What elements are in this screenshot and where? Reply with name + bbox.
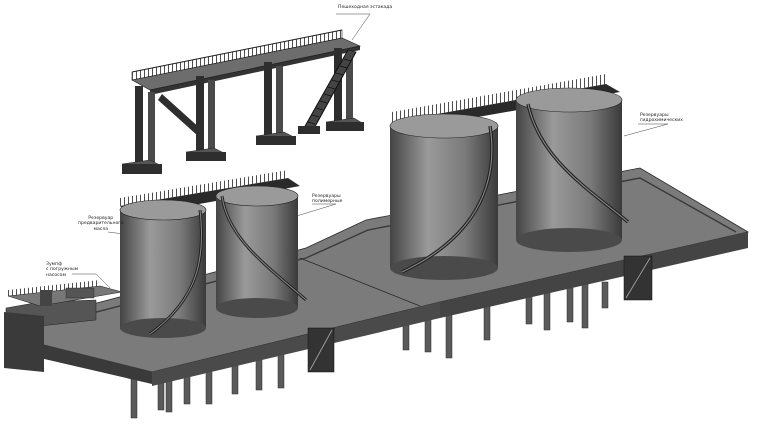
callout-tanks-left: Резервуары полимерные (312, 194, 342, 205)
callout-tanks-right-line1: Резервуары (640, 113, 669, 118)
tank-c (389, 113, 499, 280)
pedestrian-trestle (121, 29, 365, 174)
callout-tank-pre-line3: масла (93, 226, 109, 232)
callout-pit-line3: насосом (46, 272, 66, 278)
callout-trestle: Пешеходная эстакада (338, 5, 392, 10)
callout-tank-pre: Резервуар предварительного масла (78, 216, 124, 232)
foundation-slab (4, 167, 750, 419)
callout-pit-line1: Зумпф (46, 262, 63, 267)
tank-b (215, 185, 307, 318)
callout-tanks-right-line2: гидрохимических (640, 118, 684, 124)
callout-tanks-right: Резервуары гидрохимических (640, 113, 683, 124)
tank-a (119, 199, 207, 338)
left-tank-group (119, 170, 307, 338)
tank-d (515, 87, 630, 252)
callout-tanks-left-line1: Резервуары (312, 194, 341, 199)
callout-leaders (72, 13, 669, 289)
callout-tank-pre-line2: предварительного (78, 221, 124, 227)
callout-pit-line2: с погружным (46, 267, 79, 273)
callout-trestle-text: Пешеходная эстакада (338, 5, 393, 10)
callout-tank-pre-line1: Резервуар (88, 216, 114, 221)
right-tank-group (389, 74, 630, 280)
callout-pit: Зумпф с погружным насосом (46, 262, 78, 278)
callout-tanks-left-line2: полимерные (312, 199, 343, 205)
